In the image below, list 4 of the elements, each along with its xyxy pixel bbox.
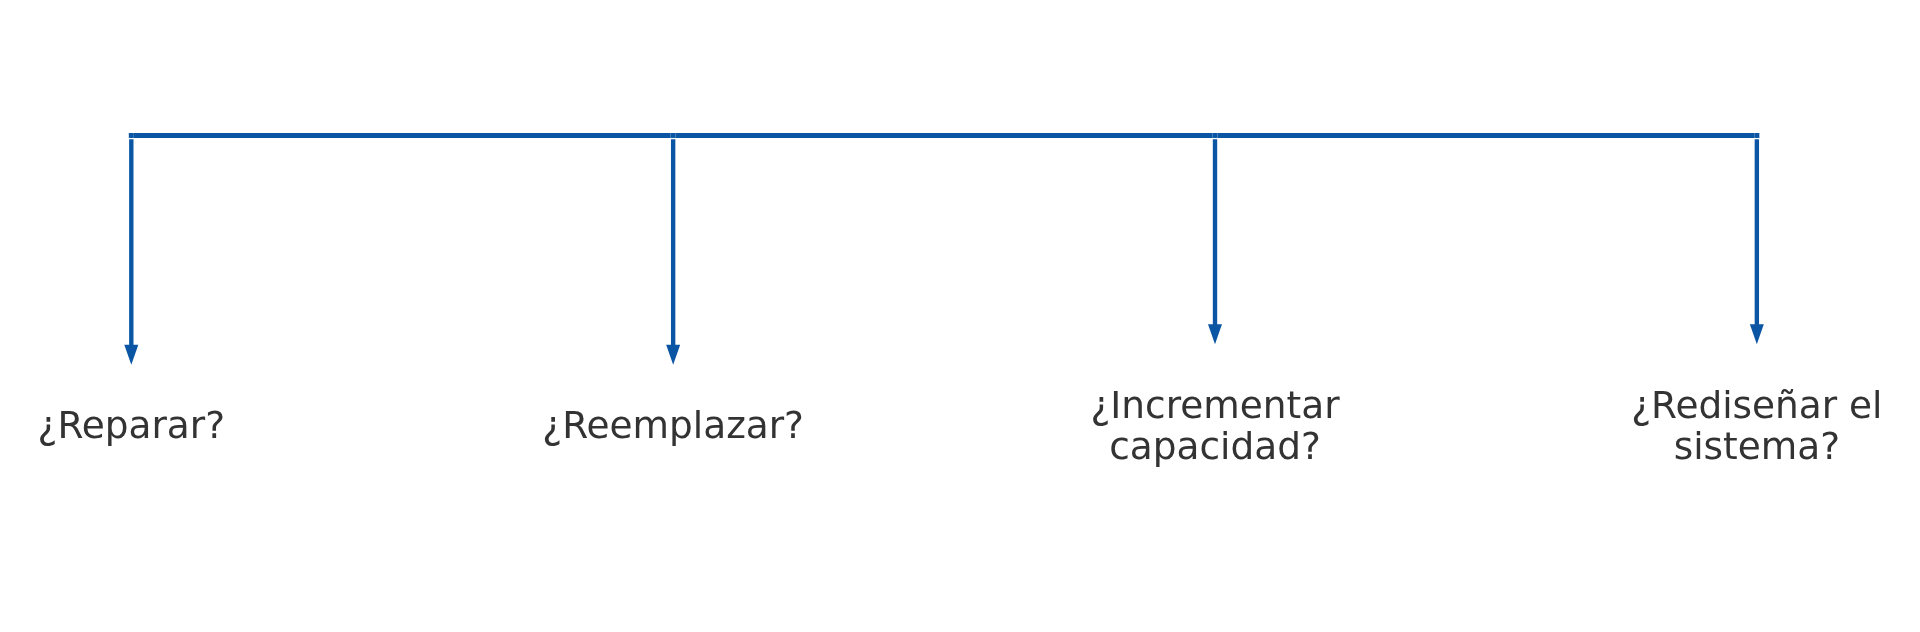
node-text: ¿Rediseñar el sistema? bbox=[1631, 382, 1883, 468]
node-text: ¿Reemplazar? bbox=[542, 402, 805, 447]
node-text: ¿Reparar? bbox=[37, 402, 226, 447]
node-text: ¿Incrementar capacidad? bbox=[1090, 382, 1340, 468]
